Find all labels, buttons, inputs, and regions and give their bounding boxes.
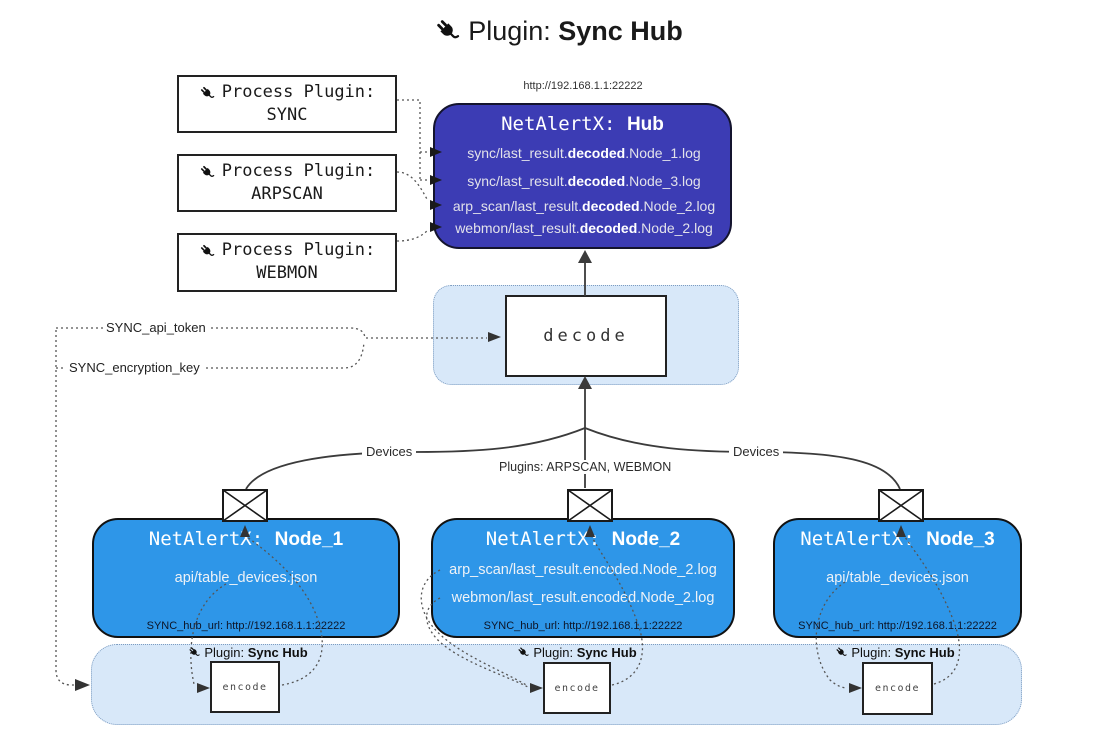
arpscan-plugin-wire <box>396 171 429 202</box>
plug-icon <box>200 165 215 177</box>
plug-icon <box>200 86 215 98</box>
dotted-arrowheads <box>75 332 906 693</box>
hub-log-line: arp_scan/last_result.decoded.Node_2.log <box>452 198 716 214</box>
plug-icon <box>437 20 460 39</box>
page-title: Plugin: Sync Hub <box>0 16 1117 47</box>
settings-to-encoders-wire <box>55 330 74 686</box>
arrow-into-encode-panel <box>75 679 90 691</box>
envelope-icon <box>878 489 924 522</box>
envelope-icon <box>222 489 268 522</box>
node-1-box <box>92 518 400 638</box>
node-1-file: api/table_devices.json <box>174 570 318 586</box>
node-3-file: api/table_devices.json <box>826 570 969 586</box>
node-1-title: NetAlertX: Node_1 <box>148 528 344 550</box>
devices-left-label: Devices <box>362 444 417 459</box>
hub-title: NetAlertX: Hub <box>433 113 732 136</box>
hub-title-bold: Hub <box>626 114 664 135</box>
encode-2-box: encode <box>543 662 611 714</box>
encode-label: encode <box>874 683 921 694</box>
process-plugin-box-webmon: Process Plugin: WEBMON <box>177 233 397 292</box>
plug-icon <box>836 647 848 656</box>
node-1-hub-url: SYNC_hub_url: http://192.168.1.1:22222 <box>146 620 346 632</box>
sync-plugin-trunk <box>397 99 421 180</box>
arrow-up-into-hub <box>578 250 592 263</box>
hub-log-line: sync/last_result.decoded.Node_1.log <box>467 145 701 161</box>
process-plugin-label: Process Plugin: <box>221 161 376 181</box>
decode-box: decode <box>505 295 667 377</box>
node-2-hub-url: SYNC_hub_url: http://192.168.1.1:22222 <box>483 620 683 632</box>
hub-title-prefix: NetAlertX: <box>501 113 627 135</box>
process-plugin-label: Process Plugin: <box>221 82 376 102</box>
envelope-icon <box>567 489 613 522</box>
encode-label: encode <box>554 682 600 694</box>
process-plugin-name: WEBMON <box>256 263 318 283</box>
webmon-plugin-wire <box>396 229 429 242</box>
encode-2-plugin-label: Plugin: Sync Hub <box>502 645 652 660</box>
hub-log-line: sync/last_result.decoded.Node_3.log <box>467 173 701 189</box>
devices-right-label: Devices <box>729 444 784 459</box>
node-3-hub-url: SYNC_hub_url: http://192.168.1.1:22222 <box>798 620 997 632</box>
encode-label: encode <box>222 681 268 693</box>
node-2-file: webmon/last_result.encoded.Node_2.log <box>451 590 715 606</box>
plug-icon <box>518 647 530 656</box>
encode-3-box: encode <box>862 662 933 715</box>
encode-1-box: encode <box>210 661 280 713</box>
process-plugin-label: Process Plugin: <box>221 240 376 260</box>
hub-url-label: http://192.168.1.1:22222 <box>523 80 643 92</box>
decode-label: decode <box>543 326 629 346</box>
page-title-bold: Sync Hub <box>558 16 683 46</box>
page-title-prefix: Plugin: <box>468 16 551 46</box>
sync-api-token-label: SYNC_api_token <box>103 320 209 335</box>
plug-icon <box>189 647 201 656</box>
process-plugin-name: SYNC <box>266 105 308 125</box>
node-2-file: arp_scan/last_result.encoded.Node_2.log <box>449 562 717 578</box>
node-3-title: NetAlertX: Node_3 <box>800 528 995 550</box>
node-2-title: NetAlertX: Node_2 <box>485 528 681 550</box>
encode-3-plugin-label: Plugin: Sync Hub <box>820 645 970 660</box>
sync-encryption-key-label: SYNC_encryption_key <box>66 360 203 375</box>
process-plugin-box-arpscan: Process Plugin: ARPSCAN <box>177 154 397 212</box>
process-plugin-box-sync: Process Plugin: SYNC <box>177 75 397 133</box>
process-plugin-name: ARPSCAN <box>251 184 323 204</box>
encode-1-plugin-label: Plugin: Sync Hub <box>173 645 323 660</box>
plug-icon <box>200 244 215 256</box>
node-3-box <box>773 518 1022 638</box>
plugins-center-label: Plugins: ARPSCAN, WEBMON <box>495 460 676 474</box>
hub-box <box>433 103 732 249</box>
hub-log-line: webmon/last_result.decoded.Node_2.log <box>455 220 713 236</box>
